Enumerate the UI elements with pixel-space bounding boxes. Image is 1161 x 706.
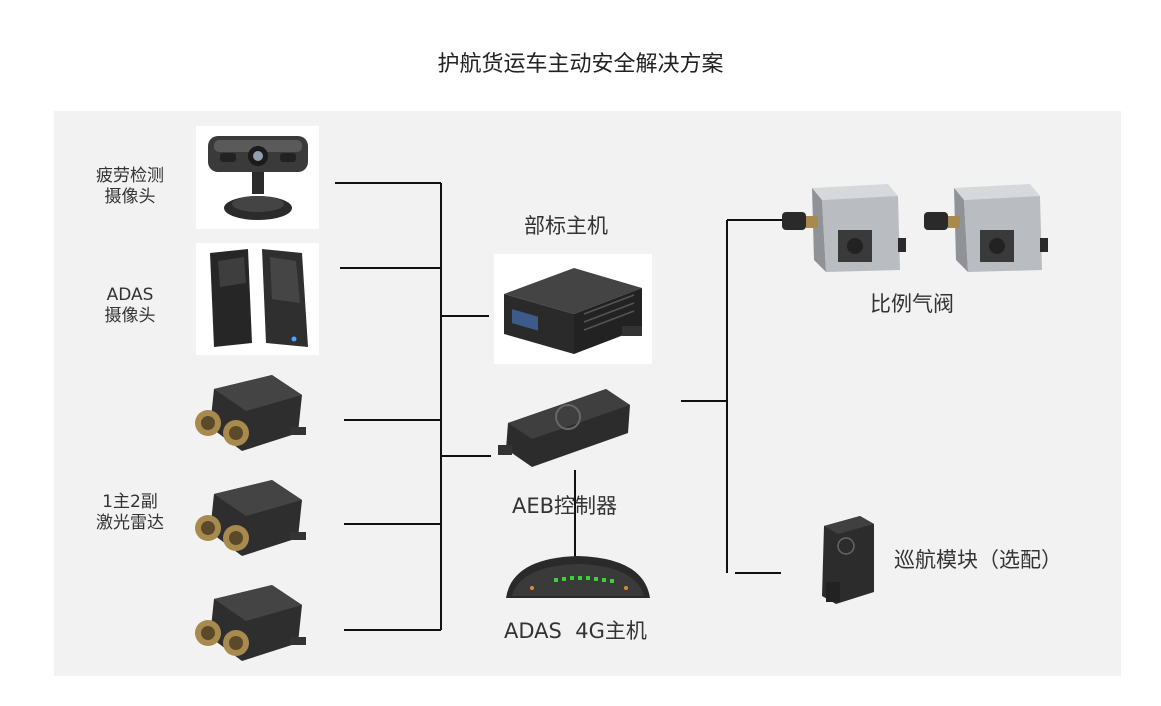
page-title: 护航货运车主动安全解决方案 [437,52,724,77]
fatigue-camera-label: 疲劳检测 摄像头 [96,166,164,207]
adas-4g-label: ADAS 4G主机 [504,619,647,643]
valve-image-2 [924,180,1048,276]
fatigue-camera-icon [208,136,308,220]
cruise-label: 巡航模块（选配） [894,548,1062,572]
lidar-image-1 [194,367,312,457]
lidar-label: 1主2副 激光雷达 [96,492,164,533]
adas-camera-image [196,243,319,355]
dvr-host-image [494,254,652,364]
valve-image-1 [782,180,906,276]
cruise-module-icon [822,516,874,604]
host-label: 部标主机 [524,214,608,238]
proportional-valve-icon [924,184,1048,272]
lidar-image-3 [194,577,312,667]
dvr-host-icon [504,268,642,354]
lidar-icon [195,375,306,451]
adas-4g-host-image [502,548,654,606]
adas-4g-host-icon [506,556,650,598]
aeb-controller-icon [498,389,630,467]
lidar-icon [195,480,306,556]
proportional-valve-icon [782,184,906,272]
aeb-label: AEB控制器 [512,494,618,518]
valve-label: 比例气阀 [870,292,954,316]
aeb-controller-image [498,383,638,473]
cruise-module-image [816,512,880,608]
lidar-image-2 [194,472,312,562]
adas-camera-icon [210,249,308,347]
adas-camera-label: ADAS 摄像头 [104,285,156,326]
fatigue-camera-image [196,126,319,229]
lidar-icon [195,585,306,661]
